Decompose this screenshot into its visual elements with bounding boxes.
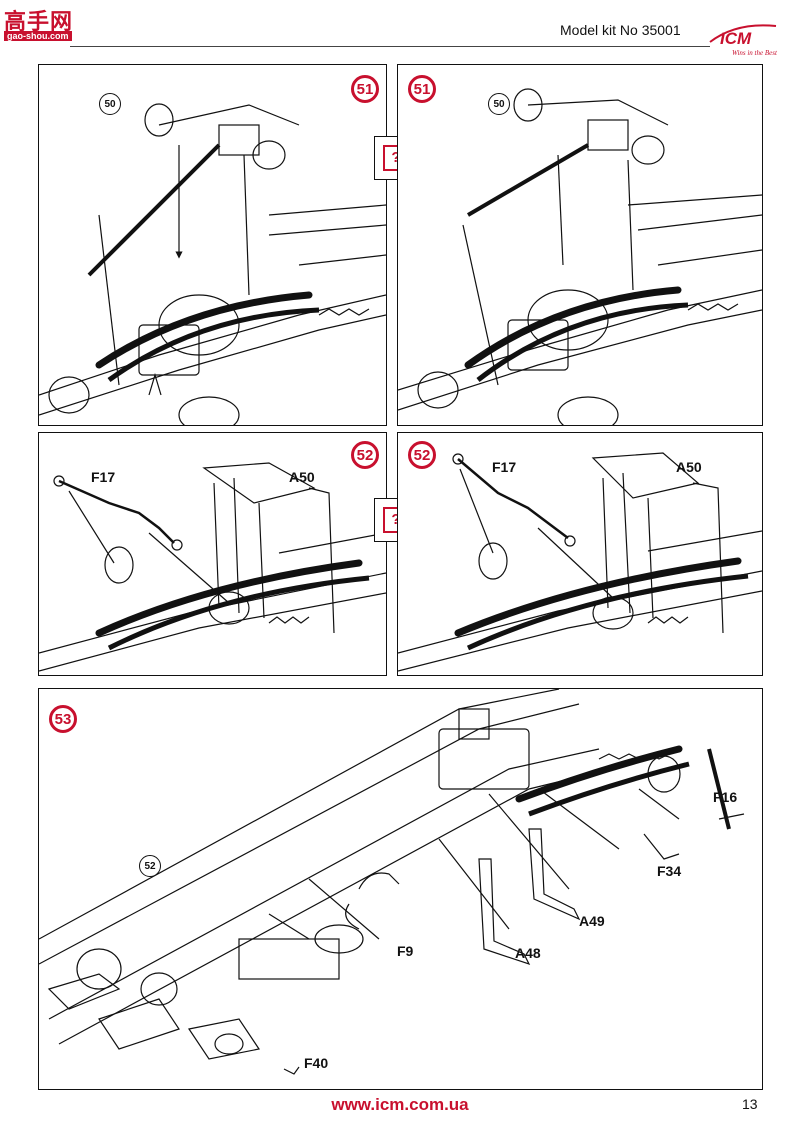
step-52-right-drawing: [398, 452, 762, 672]
brand-name: ICM: [720, 29, 752, 48]
page-header: 高手网 gao-shou.com Model kit No 35001 ICM …: [0, 0, 800, 62]
step-number-badge: 53: [49, 705, 77, 733]
page-number: 13: [742, 1096, 758, 1112]
footer-url[interactable]: www.icm.com.ua: [331, 1095, 469, 1114]
ref-step-circle: 52: [139, 855, 161, 877]
part-label: F9: [397, 943, 414, 959]
ref-step-circle: 50: [488, 93, 510, 115]
site-logo-text: 高手网: [4, 10, 74, 35]
icm-logo: ICM Wins in the Best: [706, 18, 792, 58]
ref-step-circle: 50: [99, 93, 121, 115]
header-divider: [70, 46, 710, 47]
step-53-drawing: [39, 689, 745, 1075]
part-label: F34: [657, 863, 682, 879]
part-label: A49: [579, 913, 605, 929]
part-label: A50: [676, 459, 702, 475]
part-label: F17: [91, 469, 116, 485]
part-label: F16: [713, 789, 738, 805]
step-51-panel-right: 51 50: [397, 64, 763, 426]
part-label: F40: [304, 1055, 329, 1071]
step-number-badge: 51: [408, 75, 436, 103]
step-52-panel-left: 52 F17 A50: [38, 432, 387, 676]
part-label: A48: [515, 945, 541, 961]
step-53-panel: 53 52 F16 F34 A49 A48 F9 F40: [38, 688, 763, 1090]
kit-title: Model kit No 35001: [560, 22, 681, 38]
step-51-panel-left: 51 50: [38, 64, 387, 426]
part-label: F17: [492, 459, 517, 475]
step-52-panel-right: 52 F17 A50: [397, 432, 763, 676]
step-number-badge: 51: [351, 75, 379, 103]
step-number-badge: 52: [351, 441, 379, 469]
brand-tagline: Wins in the Best: [732, 49, 778, 57]
step-51-right-drawing: [398, 88, 762, 425]
step-number-badge: 52: [408, 441, 436, 469]
site-logo[interactable]: 高手网 gao-shou.com: [4, 4, 74, 41]
step-51-left-drawing: [39, 103, 386, 425]
step-52-left-drawing: [39, 462, 386, 672]
site-url: gao-shou.com: [4, 31, 72, 41]
part-label: A50: [289, 469, 315, 485]
